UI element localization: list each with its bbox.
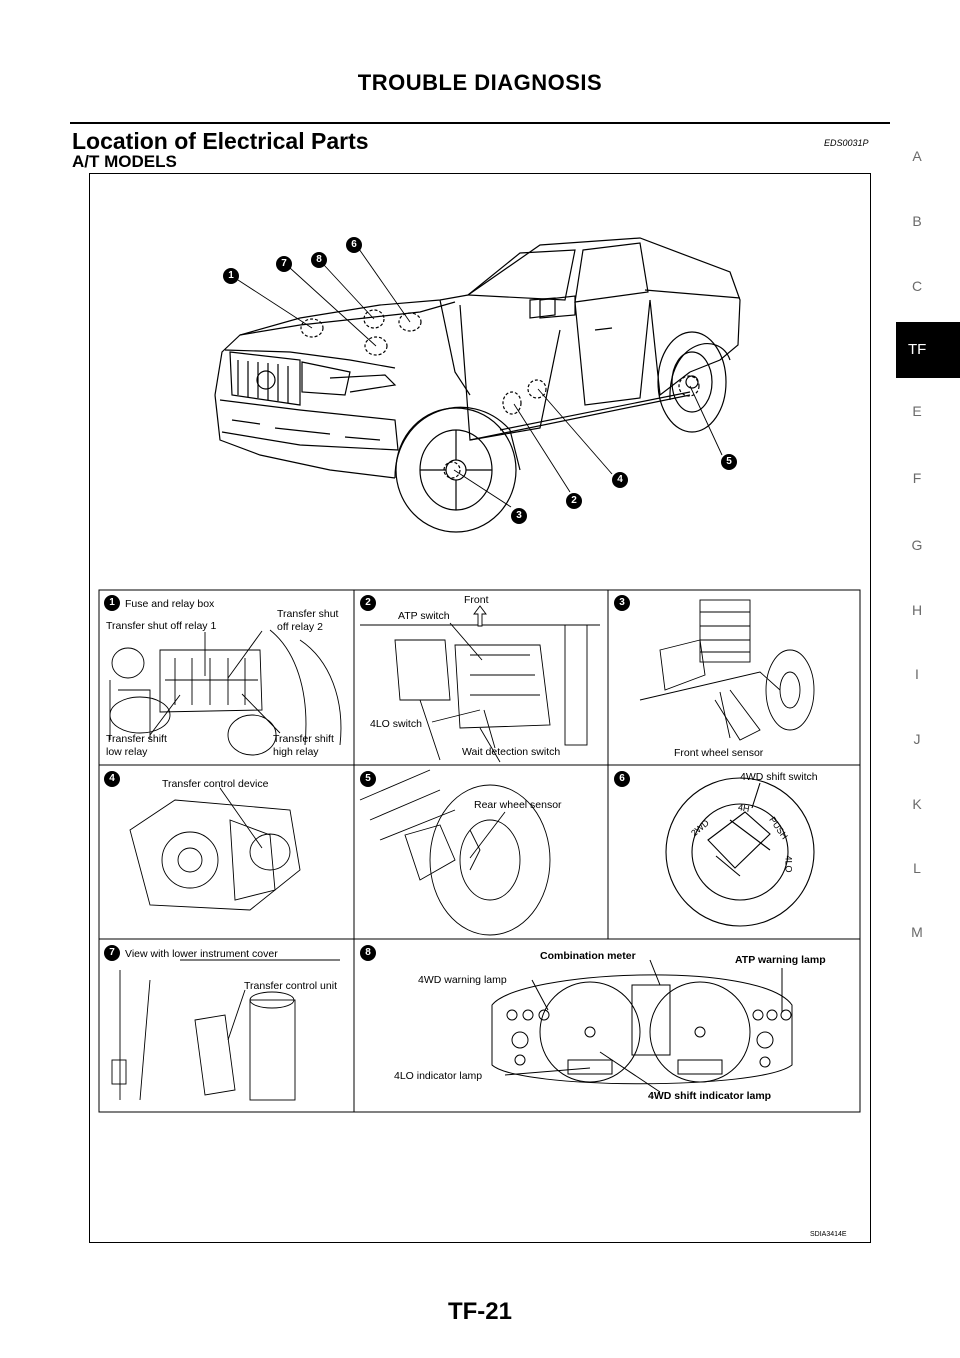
page-header-title: TROUBLE DIAGNOSIS xyxy=(357,70,603,95)
label-front: Front xyxy=(464,594,489,606)
tab-tf-active[interactable]: TF xyxy=(896,322,960,378)
callout-8: 8 xyxy=(311,252,327,268)
tab-m[interactable]: M xyxy=(911,924,923,940)
panel-4-number: 4 xyxy=(104,771,120,787)
section-title: Location of Electrical Parts xyxy=(72,128,369,154)
panel-4-drawing xyxy=(129,787,301,911)
label-transfer-shift-high: Transfer shift xyxy=(273,733,334,745)
label-4lo-switch: 4LO switch xyxy=(370,718,422,730)
label-rear-wheel-sensor: Rear wheel sensor xyxy=(474,799,562,811)
page-number: TF-21 xyxy=(447,1298,512,1325)
label-transfer-shut-off-relay-1: Transfer shut off relay 1 xyxy=(106,620,217,632)
label-combination-meter: Combination meter xyxy=(540,950,636,962)
label-off-relay-2: off relay 2 xyxy=(277,621,323,633)
subsection-title: A/T MODELS xyxy=(72,152,177,171)
tab-i[interactable]: I xyxy=(915,666,919,682)
switch-mark-4lo: 4LO xyxy=(783,855,794,873)
callout-1: 1 xyxy=(223,268,239,284)
label-4wd-shift-switch: 4WD shift switch xyxy=(740,771,818,783)
label-transfer-shut: Transfer shut xyxy=(277,608,339,620)
panel-grid xyxy=(98,589,861,1113)
tab-h[interactable]: H xyxy=(911,602,923,618)
tab-e[interactable]: E xyxy=(912,403,922,419)
tab-k[interactable]: K xyxy=(912,796,922,812)
panel-7-drawing xyxy=(111,959,340,1101)
panel-6-number: 6 xyxy=(614,771,630,787)
panel-2-drawing xyxy=(360,605,600,763)
callout-5: 5 xyxy=(721,454,737,470)
label-high-relay: high relay xyxy=(273,746,319,758)
switch-mark-4h: 4H xyxy=(737,802,751,814)
label-4lo-indicator-lamp: 4LO indicator lamp xyxy=(394,1070,483,1082)
label-4wd-shift-indicator-lamp: 4WD shift indicator lamp xyxy=(648,1090,772,1102)
panel-1-number: 1 xyxy=(104,595,120,611)
callout-2: 2 xyxy=(566,493,582,509)
tab-c[interactable]: C xyxy=(911,278,923,294)
locator-circles xyxy=(300,309,700,479)
tab-a[interactable]: A xyxy=(912,148,922,164)
tab-b[interactable]: B xyxy=(912,213,922,229)
header-rule xyxy=(70,122,890,124)
label-front-wheel-sensor: Front wheel sensor xyxy=(674,747,764,759)
panel-2-number: 2 xyxy=(360,595,376,611)
label-transfer-shift-low: Transfer shift xyxy=(106,733,167,745)
panel-6-drawing xyxy=(665,777,815,927)
panel-8-number: 8 xyxy=(360,945,376,961)
callout-3: 3 xyxy=(511,508,527,524)
callout-7: 7 xyxy=(276,256,292,272)
figure-code: SDIA3414E xyxy=(810,1231,847,1238)
truck-illustration xyxy=(214,237,741,533)
label-atp-warning-lamp: ATP warning lamp xyxy=(735,954,826,966)
label-transfer-control-device: Transfer control device xyxy=(162,778,269,790)
panel-3-number: 3 xyxy=(614,595,630,611)
figure-frame xyxy=(89,173,871,1243)
label-atp-switch: ATP switch xyxy=(398,610,450,622)
panel-5-number: 5 xyxy=(360,771,376,787)
panel-7-number: 7 xyxy=(104,945,120,961)
tab-tf-label: TF xyxy=(908,341,927,358)
label-low-relay: low relay xyxy=(106,746,148,758)
panel-8-drawing xyxy=(491,959,793,1093)
label-transfer-control-unit: Transfer control unit xyxy=(244,980,337,992)
section-code: EDS0031P xyxy=(824,138,869,148)
callout-4: 4 xyxy=(612,472,628,488)
tab-f[interactable]: F xyxy=(912,470,922,486)
label-4wd-warning-lamp: 4WD warning lamp xyxy=(418,974,507,986)
panel-5-drawing xyxy=(359,769,551,936)
label-view-with-lower-instrument-cover: View with lower instrument cover xyxy=(125,948,278,960)
label-wait-detection-switch: Wait detection switch xyxy=(462,746,561,758)
tab-j[interactable]: J xyxy=(913,731,921,747)
leader-lines xyxy=(237,248,723,508)
panel-1-drawing xyxy=(109,629,342,756)
tab-g[interactable]: G xyxy=(911,537,923,553)
callout-6: 6 xyxy=(346,237,362,253)
tab-l[interactable]: L xyxy=(913,860,921,876)
panel-3-drawing xyxy=(639,599,815,741)
label-fuse-and-relay-box: Fuse and relay box xyxy=(125,598,215,610)
